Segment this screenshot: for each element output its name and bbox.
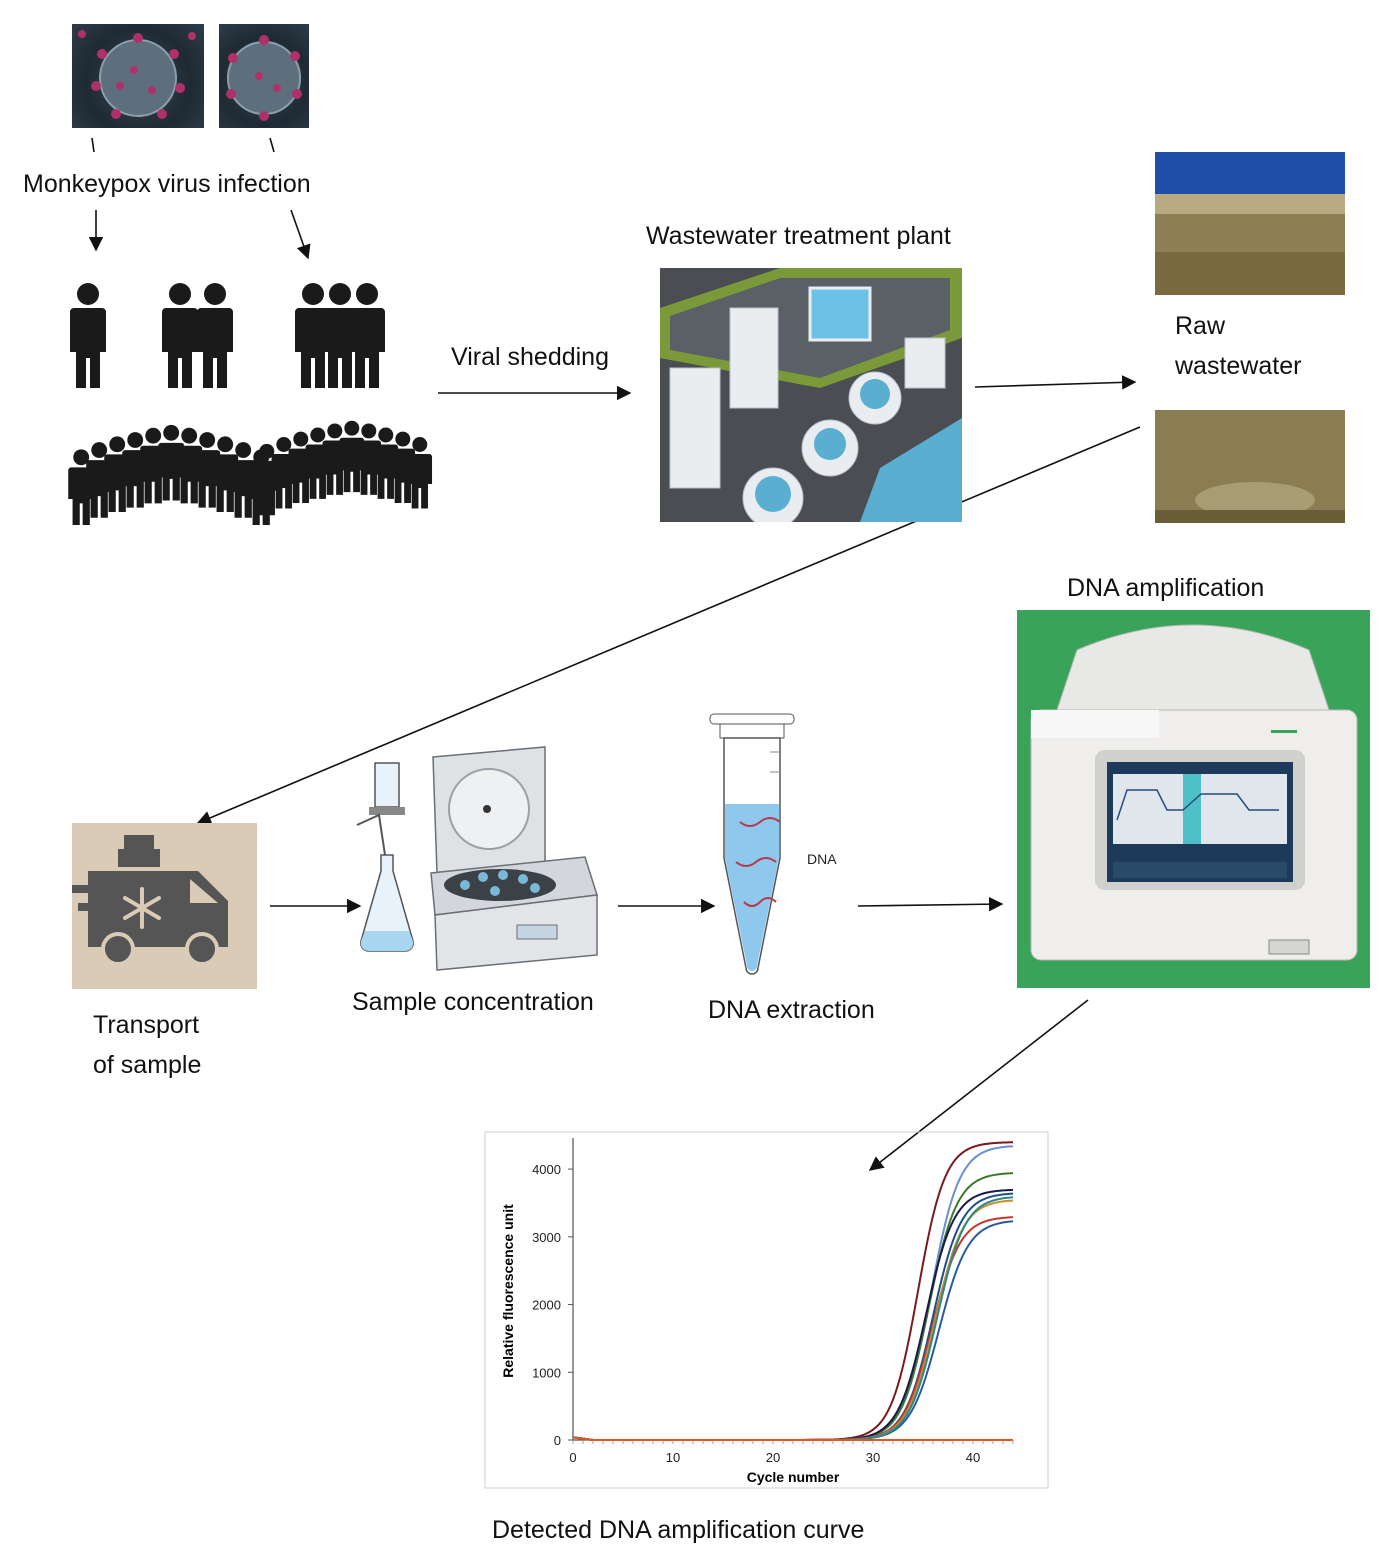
y-axis-label: Relative fluorescence unit <box>500 1204 516 1378</box>
wastewater-jar-top <box>1155 152 1345 295</box>
chart-ticks: 0 10 20 30 40 0 1000 2000 3000 4000 <box>532 1162 1014 1465</box>
transport-label-line1: Transport <box>93 1011 200 1039</box>
virus-icon <box>226 35 302 121</box>
chart-series <box>572 1141 1014 1441</box>
virus-tick-left <box>91 137 95 153</box>
arrow-plant-to-wastewater <box>974 375 1137 390</box>
series-line-1 <box>572 1141 1013 1441</box>
raw-label-line1: Raw <box>1175 312 1226 340</box>
crowd-icon <box>68 424 275 525</box>
wastewater-jar-icon <box>1155 152 1345 295</box>
infection-label: Monkeypox virus infection <box>23 170 311 198</box>
y-tick-label: 2000 <box>532 1298 561 1313</box>
y-tick-label: 3000 <box>532 1230 561 1245</box>
dna-amplification-label: DNA amplification <box>1067 574 1265 602</box>
thermocycler-image <box>1017 610 1370 988</box>
series-line-7 <box>572 1220 1014 1441</box>
series-line-2 <box>572 1145 1014 1441</box>
treatment-plant-image <box>660 268 962 522</box>
y-tick-label: 0 <box>554 1433 561 1448</box>
chart-axes <box>484 1131 1049 1489</box>
transport-label-line2: of sample <box>93 1051 202 1079</box>
x-tick-label: 10 <box>666 1450 680 1465</box>
series-line-6 <box>572 1216 1014 1441</box>
virus-image-1 <box>72 24 204 128</box>
truck-icon <box>72 835 228 966</box>
person-icon <box>295 283 385 388</box>
virus-tick-right <box>269 137 275 153</box>
test-tube-icon <box>709 713 795 975</box>
chart-frame <box>484 1131 1049 1489</box>
x-tick-label: 40 <box>966 1450 980 1465</box>
x-tick-label: 0 <box>569 1450 576 1465</box>
curve-caption: Detected DNA amplification curve <box>492 1516 865 1544</box>
treatment-plant-icon <box>660 268 962 522</box>
transport-truck-image <box>72 823 257 989</box>
x-axis-label: Cycle number <box>747 1469 840 1485</box>
concentration-label: Sample concentration <box>352 988 594 1016</box>
wwtp-label: Wastewater treatment plant <box>646 222 951 250</box>
raw-label-line2: wastewater <box>1175 352 1302 380</box>
arrow-infection-to-group <box>290 209 311 260</box>
y-tick-label: 4000 <box>532 1162 561 1177</box>
snowflake-icon <box>123 887 161 929</box>
wastewater-jar-bottom <box>1155 410 1345 523</box>
dna-helix-icon <box>735 817 781 907</box>
dna-extraction-tube: DNA <box>709 713 837 975</box>
person-icon <box>162 283 233 388</box>
arrow-extraction-to-amplification <box>857 896 1004 912</box>
shedding-label: Viral shedding <box>451 343 609 371</box>
dna-tube-label: DNA <box>807 851 837 867</box>
centrifuge-icon <box>430 746 598 971</box>
x-tick-label: 20 <box>766 1450 780 1465</box>
crowd-icon <box>254 420 433 516</box>
thermocycler-icon <box>1030 624 1358 961</box>
series-line-10 <box>572 1436 1013 1441</box>
virus-icon <box>78 30 196 119</box>
wastewater-jar-icon <box>1155 410 1345 523</box>
filter-flask-icon <box>356 762 414 952</box>
person-icon <box>70 283 106 388</box>
virus-image-2 <box>219 24 309 128</box>
population-icons <box>68 283 433 525</box>
extraction-label: DNA extraction <box>708 996 875 1024</box>
sample-concentration-image <box>356 746 598 971</box>
x-tick-label: 30 <box>866 1450 880 1465</box>
y-tick-label: 1000 <box>532 1365 561 1380</box>
